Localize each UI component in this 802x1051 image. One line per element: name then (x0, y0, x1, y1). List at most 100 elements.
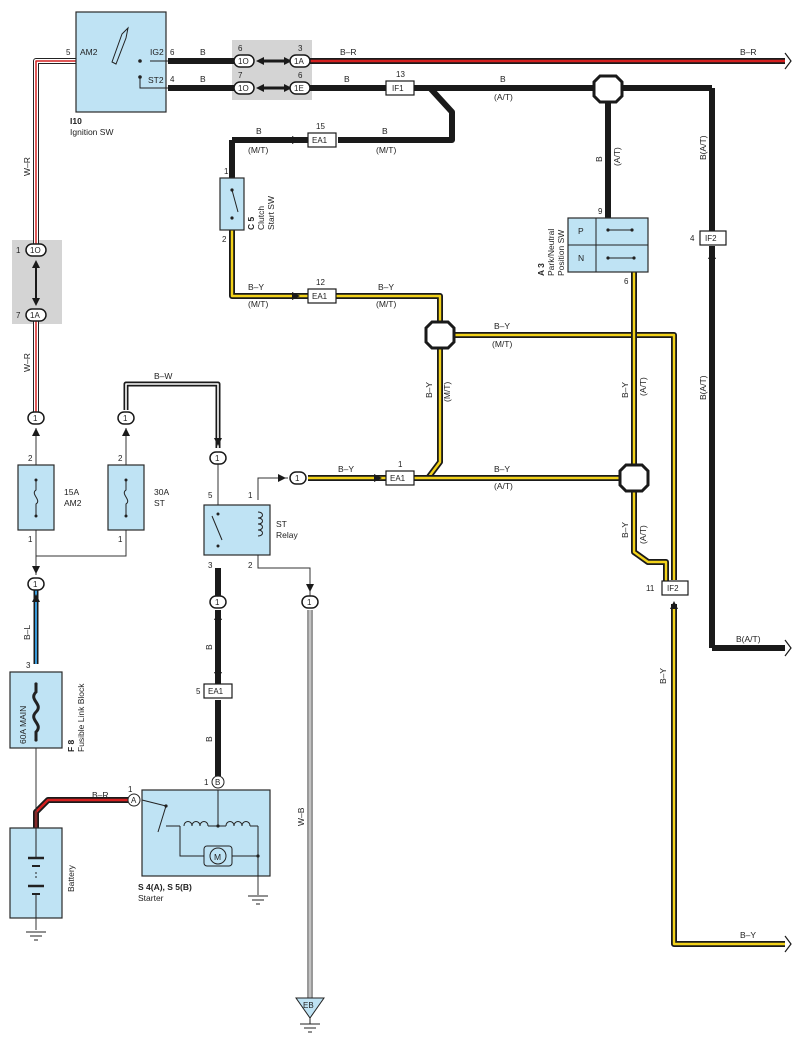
svg-text:2: 2 (248, 561, 253, 570)
fusible-code: F 8 (66, 739, 76, 752)
connector-pin-1: 1 (278, 471, 307, 485)
svg-text:2: 2 (118, 454, 123, 463)
ignition-terminal-ig2: IG2 (150, 47, 164, 57)
pin-label: 6 (170, 48, 175, 57)
svg-text:11: 11 (646, 584, 655, 593)
svg-text:2: 2 (222, 235, 227, 244)
svg-text:1: 1 (248, 491, 253, 500)
svg-text:12: 12 (316, 278, 325, 287)
pn-n-label: N (578, 253, 584, 263)
svg-text:B–Y: B–Y (620, 522, 630, 538)
svg-text:(M/T): (M/T) (376, 145, 396, 155)
svg-text:IF2: IF2 (667, 584, 679, 593)
eb-ground: EB (295, 997, 325, 1033)
svg-text:B–R: B–R (340, 47, 357, 57)
svg-text:EA1: EA1 (208, 687, 224, 696)
svg-text:3: 3 (208, 561, 213, 570)
fuse-st: 2 1 30A ST (107, 454, 169, 544)
svg-text:B–R: B–R (92, 790, 109, 800)
svg-text:(M/T): (M/T) (248, 145, 268, 155)
svg-text:5: 5 (208, 491, 213, 500)
starter-term-b: B (215, 778, 220, 787)
connector-if1: IF1 13 (385, 70, 415, 96)
svg-text:B: B (256, 126, 262, 136)
junction-top (592, 74, 624, 104)
yellow-wires (229, 230, 785, 947)
fuse-am2-rating: 15A (64, 487, 79, 497)
connector-if2-bottom: IF2 11 (646, 580, 689, 609)
black-wires (168, 58, 785, 776)
starter-code: S 4(A), S 5(B) (138, 882, 192, 892)
connector-pin-1: 1 (117, 411, 135, 436)
svg-text:1O: 1O (238, 57, 249, 66)
ground-icon (248, 895, 268, 905)
fuse-am2-name: AM2 (64, 498, 82, 508)
red-wires (33, 58, 785, 828)
svg-text:(A/T): (A/T) (494, 481, 513, 491)
svg-text:15: 15 (316, 122, 325, 131)
svg-text:W–B: W–B (296, 807, 306, 826)
motor-label: M (214, 852, 221, 862)
ignition-code: I10 (70, 116, 82, 126)
svg-text:B(A/T): B(A/T) (736, 634, 761, 644)
svg-text:(A/T): (A/T) (612, 147, 622, 166)
svg-text:1E: 1E (294, 84, 304, 93)
connector-ea1-by: EA1 12 (292, 278, 337, 304)
connector-pin-1: 1 (27, 411, 45, 436)
svg-text:(M/T): (M/T) (376, 299, 396, 309)
svg-text:1: 1 (215, 454, 220, 463)
svg-text:B: B (200, 47, 206, 57)
pn-name: Park/Neutral (546, 229, 556, 276)
pn-name: Position SW (556, 230, 566, 276)
battery: Battery (9, 827, 76, 919)
relay-name: ST (276, 519, 287, 529)
connector-if2-top: IF2 4 (690, 230, 727, 259)
ignition-terminal-st2: ST2 (148, 75, 164, 85)
svg-text:3: 3 (298, 44, 303, 53)
svg-text:B–Y: B–Y (740, 930, 756, 940)
svg-text:1: 1 (33, 580, 38, 589)
clutch-start-switch: 1 2 C 5 Clutch Start SW (219, 167, 276, 244)
svg-text:6: 6 (298, 71, 303, 80)
svg-text:(A/T): (A/T) (638, 377, 648, 396)
connector-pin-1: 1 (209, 438, 227, 465)
fusible-link-block: 3 60A MAIN F 8 Fusible Link Block (9, 661, 86, 752)
svg-text:B(A/T): B(A/T) (698, 135, 708, 160)
svg-text:EA1: EA1 (390, 474, 406, 483)
starter-term-a: A (131, 796, 137, 805)
svg-text:1: 1 (33, 414, 38, 423)
svg-text:1A: 1A (294, 57, 304, 66)
clutch-code: C 5 (246, 217, 256, 231)
svg-text:B–W: B–W (154, 371, 172, 381)
connector-1o-ig2: 1O 6 1A 3 (233, 44, 311, 68)
fusible-rating: 60A MAIN (18, 706, 28, 744)
svg-text:IF2: IF2 (705, 234, 717, 243)
battery-name: Battery (66, 864, 76, 892)
ignition-switch: AM2 IG2 ST2 5 6 4 I10 Ignition SW (66, 11, 175, 137)
svg-text:B–Y: B–Y (424, 382, 434, 398)
svg-text:1: 1 (16, 246, 21, 255)
connector-ea1-relay: EA1 1 (374, 460, 415, 486)
svg-text:B–Y: B–Y (494, 464, 510, 474)
vertical-wire-labels: W–R W–R B–L B B W–B B (A/T) B(A/T) B(A/T… (22, 135, 708, 826)
svg-text:9: 9 (598, 207, 603, 216)
ignition-terminal-am2: AM2 (80, 47, 98, 57)
svg-text:1: 1 (307, 598, 312, 607)
svg-text:6: 6 (624, 277, 629, 286)
svg-text:13: 13 (396, 70, 405, 79)
connector-1o-st2: 1O 7 1E 6 (233, 71, 311, 95)
svg-text:1A: 1A (30, 311, 40, 320)
svg-text:B–L: B–L (22, 625, 32, 640)
ground-icon (26, 931, 46, 941)
svg-text:1: 1 (295, 474, 300, 483)
svg-text:EA1: EA1 (312, 136, 328, 145)
svg-text:2: 2 (28, 454, 33, 463)
svg-text:B: B (500, 74, 506, 84)
svg-text:W–R: W–R (22, 157, 32, 176)
svg-text:B: B (200, 74, 206, 84)
svg-text:B–Y: B–Y (494, 321, 510, 331)
connector-pin-1: 1 (209, 595, 227, 620)
connector-pin-1: 1 (27, 566, 45, 602)
